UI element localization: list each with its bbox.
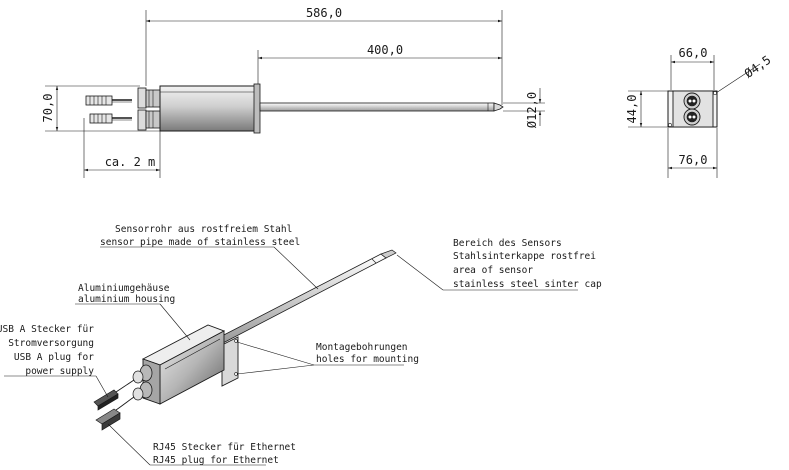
end-view: 66,0 44,0 76,0 Ø4,5 (625, 46, 774, 178)
end-gland-bottom (683, 108, 701, 126)
labels: Sensorrohr aus rostfreiem Stahl sensor p… (0, 224, 602, 466)
label-sensor-area-en-2: stainless steel sinter cap (453, 279, 602, 290)
iso-usb-connector (93, 389, 119, 411)
side-pipe-tip (493, 102, 504, 112)
label-usb-de-2: Stromversorgung (8, 338, 94, 349)
label-usb-de-1: USB A Stecker für (0, 324, 94, 335)
label-usb-en-2: power supply (25, 366, 94, 377)
dim-flange-width-bottom: 76,0 (679, 153, 708, 167)
iso-flange (221, 336, 239, 387)
leader-lines (4, 246, 578, 466)
side-usb-connector (85, 95, 132, 106)
side-rj45-connector (89, 113, 132, 124)
label-sensor-pipe-de: Sensorrohr aus rostfreiem Stahl (115, 224, 292, 235)
label-usb-en-1: USB A plug for (14, 352, 94, 363)
label-rj45-en: RJ45 plug for Ethernet (153, 455, 279, 466)
label-sensor-pipe-en: sensor pipe made of stainless steel (100, 237, 300, 248)
side-housing (159, 85, 259, 132)
iso-housing (141, 324, 226, 405)
label-housing-en: aluminium housing (78, 294, 175, 305)
dim-cable-length: ca. 2 m (105, 155, 156, 169)
dim-overall-length: 586,0 (306, 6, 342, 20)
dim-pipe-length: 400,0 (367, 43, 403, 57)
iso-rj45-connector (95, 408, 121, 431)
side-cable-glands (137, 87, 161, 131)
side-sensor-pipe (259, 102, 495, 112)
dim-height: 70,0 (41, 94, 55, 123)
dim-flange-height: 44,0 (625, 95, 639, 124)
side-view: 586,0 400,0 70,0 ca. 2 m (41, 6, 545, 178)
label-sensor-area-en-1: area of sensor (453, 265, 533, 276)
isometric-view (93, 249, 397, 431)
end-gland-top (683, 92, 701, 110)
dim-hole-diameter: Ø4,5 (742, 53, 774, 81)
iso-cable-glands (132, 364, 153, 401)
dim-flange-width-top: 66,0 (679, 46, 708, 60)
label-housing-de: Aluminiumgehäuse (78, 283, 170, 294)
dim-pipe-diameter: Ø12,0 (525, 92, 539, 128)
side-flange (253, 83, 261, 134)
label-sensor-area-de-2: Stahlsinterkappe rostfrei (453, 251, 596, 262)
label-mounting-en: holes for mounting (316, 354, 419, 365)
label-rj45-de: RJ45 Stecker für Ethernet (153, 442, 296, 453)
label-sensor-area-de-1: Bereich des Sensors (453, 238, 562, 249)
iso-sensor-pipe (217, 249, 397, 344)
label-mounting-de: Montagebohrungen (316, 342, 408, 353)
